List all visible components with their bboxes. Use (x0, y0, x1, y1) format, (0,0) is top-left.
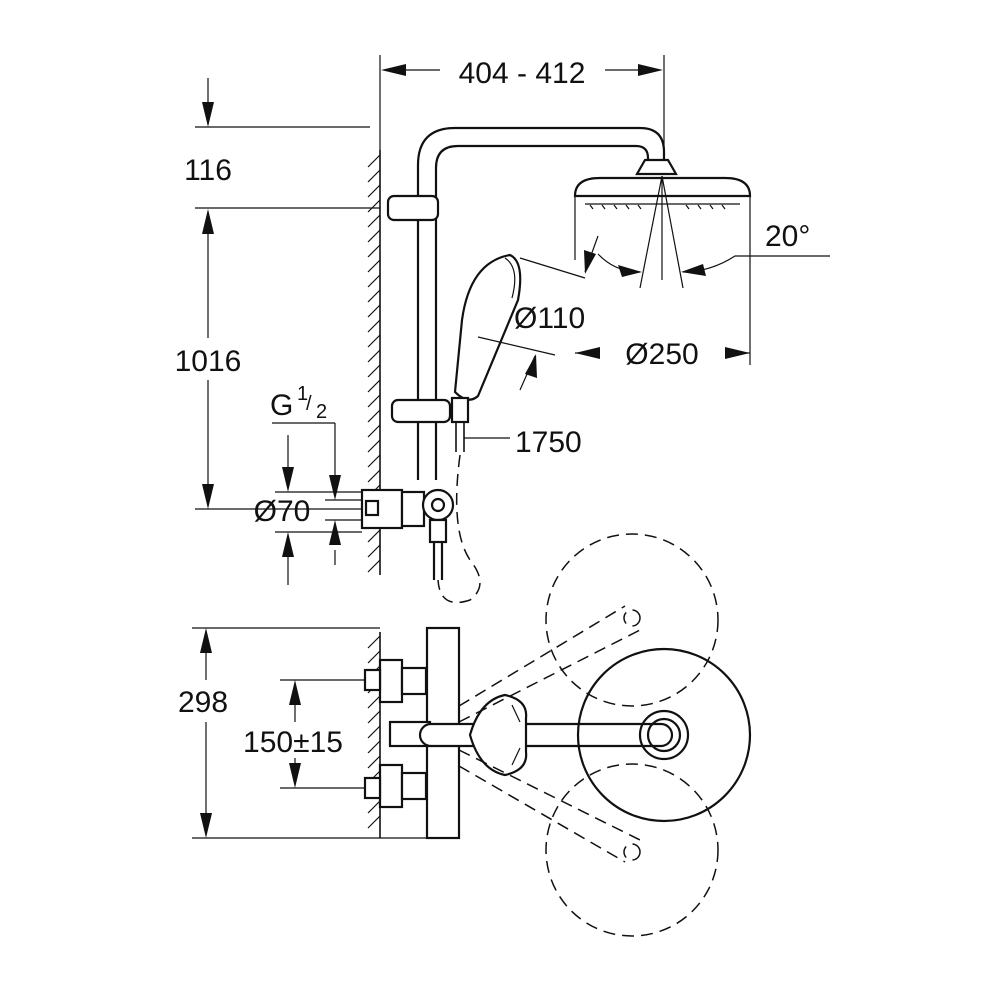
label-hand-shower-diameter: Ø110 (514, 302, 585, 335)
label-hose-length: 1750 (515, 426, 582, 459)
dim-head-shower-diameter: Ø250 (575, 338, 750, 371)
hand-shower-side (390, 253, 522, 452)
hose-side (437, 454, 481, 604)
dim-mixer-depth: 298 (178, 627, 427, 839)
wall-top-view (367, 632, 381, 838)
label-thread-g: G (270, 389, 293, 422)
dim-inlet-spacing: 150±15 (243, 679, 365, 789)
label-head-shower-diameter: Ø250 (625, 338, 698, 371)
label-thread-den: 2 (316, 401, 327, 423)
dim-arm-length: 404 - 412 (379, 55, 665, 150)
label-mixer-depth: 298 (178, 686, 228, 719)
dim-inlet-diameter: Ø70 (254, 435, 362, 585)
label-inlet-spacing: 150±15 (243, 726, 343, 759)
label-rail-height: 1016 (175, 345, 242, 378)
dim-hose-length: 1750 (464, 426, 582, 459)
top-view: 298 150±15 (178, 533, 752, 937)
hand-shower-top (468, 693, 528, 777)
head-shower-rotation-dashed (458, 533, 719, 937)
dim-rail-height: 1016 (175, 209, 362, 510)
label-thread-num: 1 (297, 383, 308, 405)
dim-head-tilt: 20° (597, 220, 830, 277)
dim-hand-shower-diameter: Ø110 (477, 235, 599, 391)
dim-top-offset: 116 (184, 78, 380, 209)
label-inlet-diameter: Ø70 (254, 495, 311, 528)
label-thread-slash: / (306, 393, 312, 415)
side-view: 404 - 412 116 1016 G 1 / 2 (175, 55, 830, 604)
label-head-tilt: 20° (765, 220, 810, 253)
label-top-offset: 116 (184, 154, 232, 187)
head-shower-side (573, 158, 752, 365)
mixer-body-top (363, 626, 461, 840)
label-arm-length: 404 - 412 (459, 57, 586, 90)
mixer-connection-side (360, 488, 455, 580)
riser-pipe (386, 126, 666, 480)
